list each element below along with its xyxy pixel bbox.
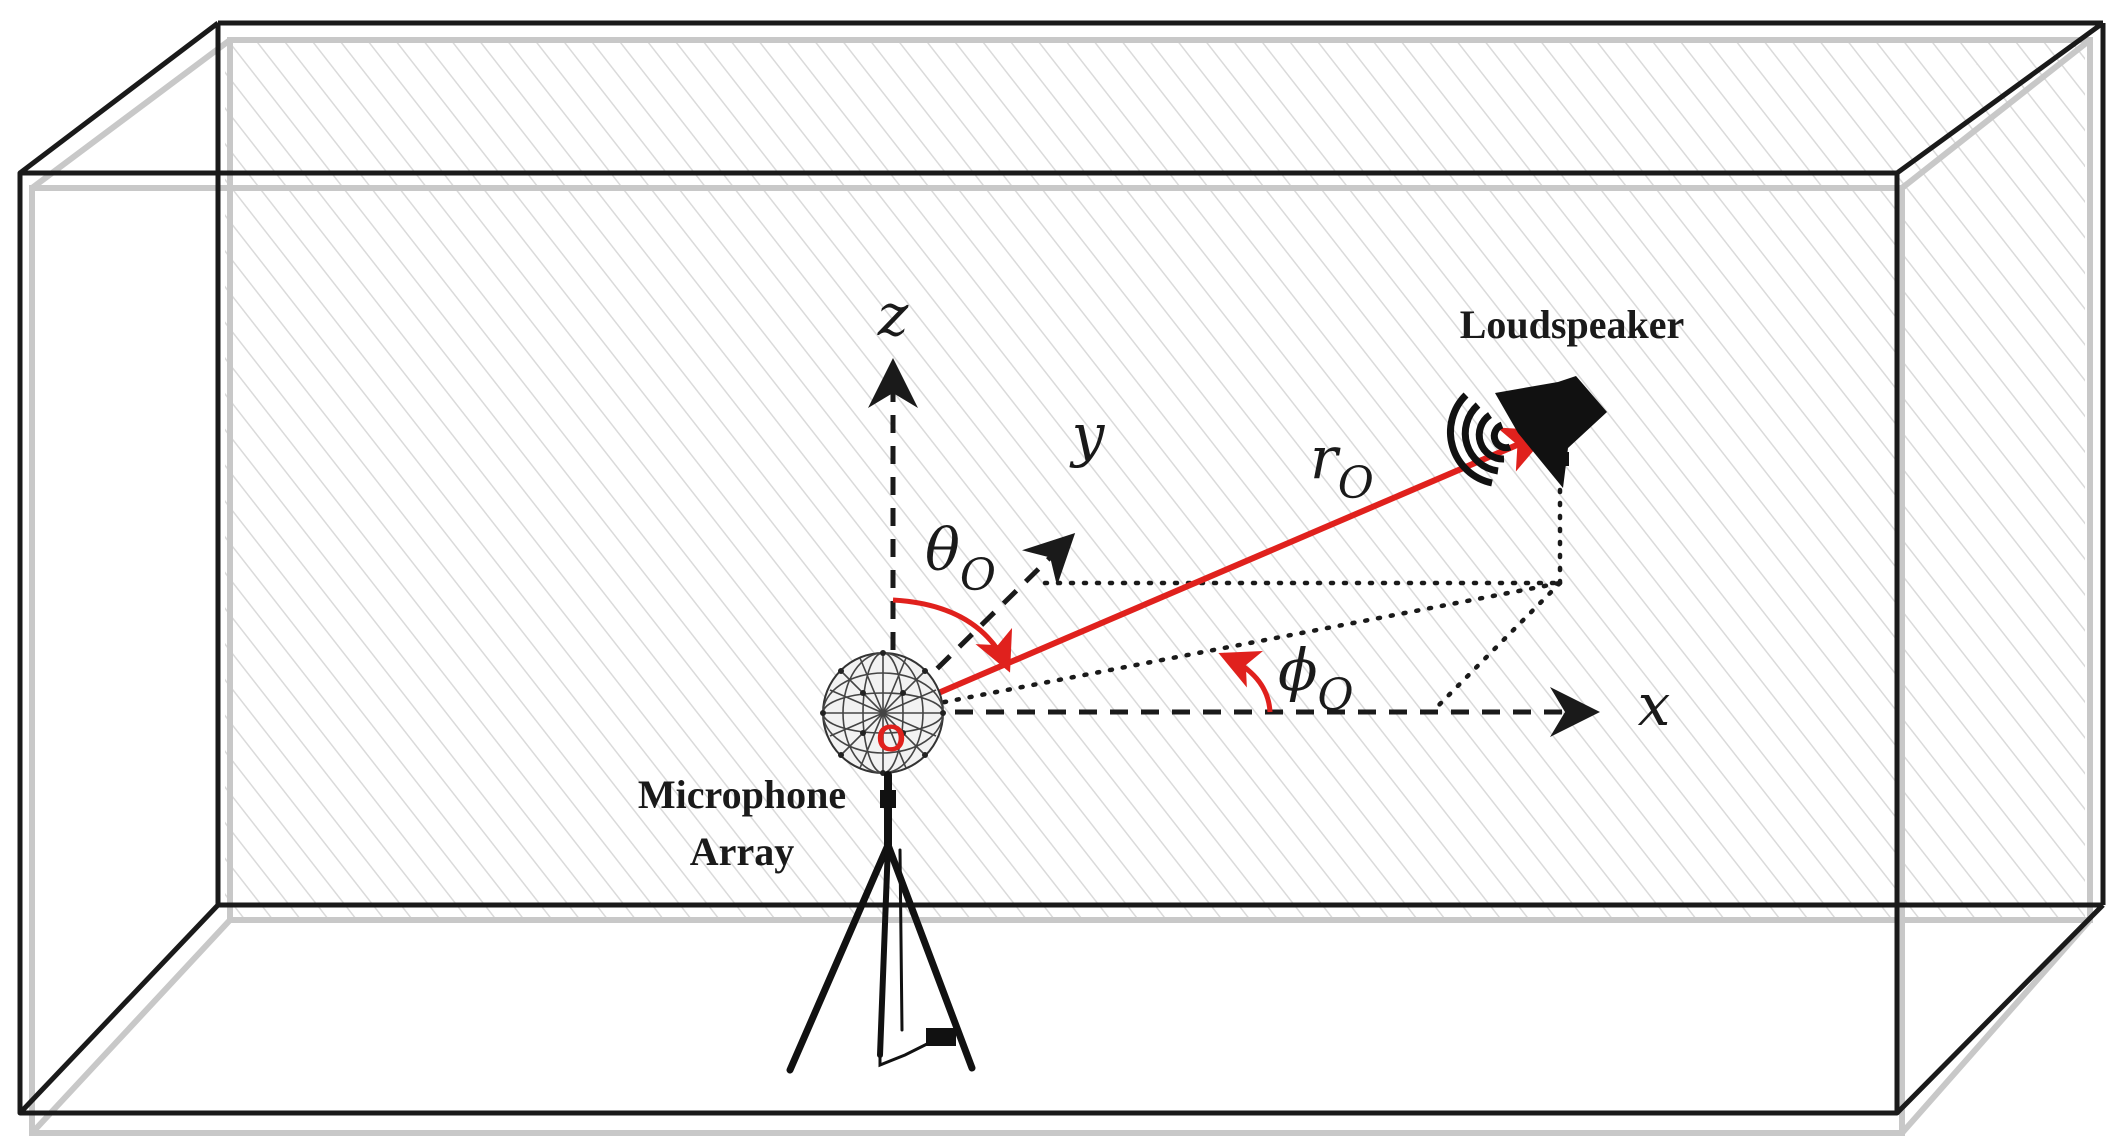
- microphone-label-line2: Array: [690, 829, 794, 874]
- microphone-label-line1: Microphone: [638, 772, 846, 817]
- r-vector: [859, 427, 1551, 745]
- x-axis-label: x: [1638, 671, 1671, 739]
- loudspeaker-label: Loudspeaker: [1460, 302, 1685, 347]
- ghost-frame: [29, 37, 2093, 1136]
- spherical-microphone-array-icon: [820, 650, 946, 776]
- sound-wave-icon: [1446, 392, 1512, 487]
- loudspeaker-icon: [1495, 376, 1607, 488]
- tripod: [786, 771, 976, 1074]
- origin-label: O: [876, 718, 906, 760]
- phi-label: ϕO: [1278, 636, 1354, 721]
- r-label: rO: [1310, 424, 1374, 509]
- theta-label: θO: [925, 516, 996, 601]
- y-axis-label: y: [1069, 401, 1106, 469]
- z-axis-label: z: [877, 281, 909, 349]
- room-frame: [17, 20, 2106, 1116]
